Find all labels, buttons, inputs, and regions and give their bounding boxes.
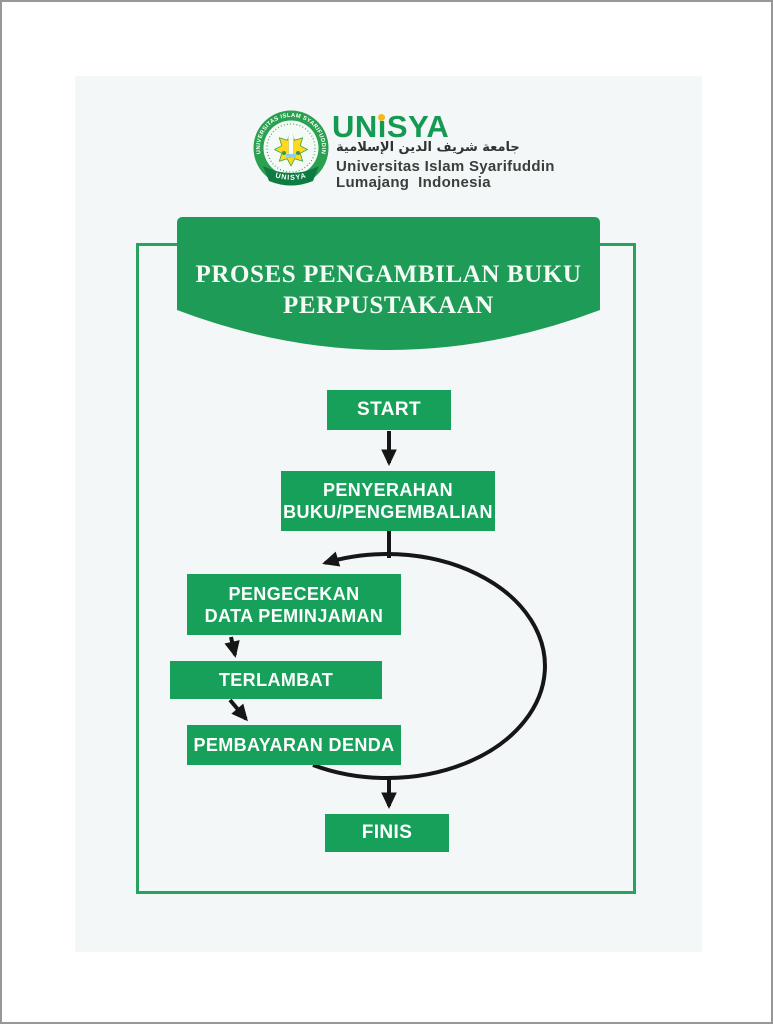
node-label: FINIS: [361, 822, 413, 843]
flow-node-pengecekan: PENGECEKAN DATA PEMINJAMAN: [187, 574, 401, 635]
flow-node-pembayaran: PEMBAYARAN DENDA: [187, 725, 401, 765]
flow-node-penyerahan: PENYERAHAN BUKU/PENGEMBALIAN: [281, 471, 495, 531]
unisya-emblem-seal: UNIVERSITAS ISLAM SYARIFUDDIN UNISYA: [253, 110, 329, 186]
flow-node-start: START: [327, 390, 451, 430]
node-label-line: BUKU/PENGEMBALIAN: [283, 502, 493, 522]
emblem-ribbon: [263, 166, 319, 186]
title-banner-shape: [177, 217, 600, 350]
university-location: Lumajang Indonesia: [336, 174, 491, 191]
edge-pengecekan-to-terlambat: [224, 636, 240, 658]
wordmark-un: UN: [332, 109, 378, 144]
flow-node-terlambat: TERLAMBAT: [170, 661, 382, 699]
emblem-leaf-left: [282, 151, 286, 155]
edge-loop-curve: [312, 551, 547, 780]
emblem-ribbon-label: UNISYA: [274, 171, 307, 182]
flow-arrows: [224, 431, 547, 809]
wordmark-i: i: [377, 109, 387, 144]
wordmark-sya: SYA: [386, 109, 450, 144]
poster-title-line1: PROSES PENGAMBILAN BUKU: [195, 261, 582, 288]
node-label: TERLAMBAT: [218, 669, 334, 690]
flow-node-finis: FINIS: [325, 814, 449, 852]
poster-title: PROSES PENGAMBILAN BUKU PERPUSTAKAAN: [177, 259, 600, 321]
poster-title-line2: PERPUSTAKAAN: [283, 292, 494, 319]
university-name: Universitas Islam Syarifuddin: [336, 158, 555, 175]
node-label-line: PENGECEKAN: [228, 583, 360, 604]
node-label-line: DATA PEMINJAMAN: [204, 605, 384, 626]
node-label: START: [357, 399, 421, 420]
wordmark-i-yellow-dot: [377, 114, 385, 121]
node-label: PEMBAYARAN DENDA: [193, 734, 395, 755]
poster-page: UNIVERSITAS ISLAM SYARIFUDDIN UNISYA UNi…: [75, 76, 702, 952]
title-banner: PROSES PENGAMBILAN BUKU PERPUSTAKAAN: [177, 217, 600, 392]
emblem-minaret-base: [286, 154, 296, 158]
emblem-leaf-right: [296, 151, 300, 155]
edge-terlambat-to-pembayaran: [228, 698, 248, 722]
emblem-dotted-ring: [266, 123, 316, 173]
university-arabic-name: جامعة شريف الدين الإسلامية: [336, 140, 520, 155]
emblem-minaret-roof: [288, 131, 294, 139]
node-label-line: PENYERAHAN: [322, 480, 454, 500]
